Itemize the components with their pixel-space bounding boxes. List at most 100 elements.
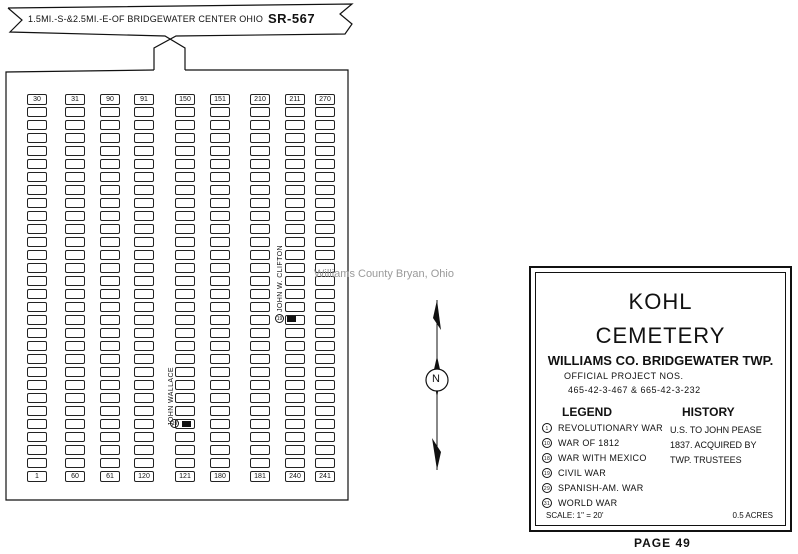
grave-lot	[210, 367, 230, 377]
grave-lot	[100, 172, 120, 182]
grave-lot	[175, 341, 195, 351]
grave-lot	[250, 107, 270, 117]
war-symbol-icon: 29	[542, 483, 552, 493]
column-top-lot-number: 210	[250, 94, 270, 105]
grave-lot	[134, 419, 154, 429]
grave-lot	[315, 250, 335, 260]
grave-lot	[27, 133, 47, 143]
grave-lot	[315, 458, 335, 468]
grave-lot	[210, 263, 230, 273]
war-symbol-icon: 1	[542, 423, 552, 433]
grave-lot	[100, 107, 120, 117]
grave-lot	[285, 328, 305, 338]
grave-lot	[315, 263, 335, 273]
grave-lot	[175, 198, 195, 208]
grave-lot	[175, 302, 195, 312]
grave-lot	[27, 172, 47, 182]
north-arrow-head	[433, 300, 441, 330]
grave-lot	[100, 159, 120, 169]
grave-lot	[65, 107, 85, 117]
grave-lot	[65, 380, 85, 390]
page-number: PAGE 49	[634, 536, 691, 550]
legend-item-spanish-am-war: 29 SPANISH-AM. WAR	[542, 483, 644, 493]
grave-lot	[65, 198, 85, 208]
grave-lot	[65, 159, 85, 169]
grave-lot	[134, 146, 154, 156]
watermark-text: Williams County Bryan, Ohio	[314, 268, 454, 280]
grave-lot	[285, 159, 305, 169]
grave-lot	[65, 250, 85, 260]
grave-lot	[285, 263, 305, 273]
grave-lot	[27, 289, 47, 299]
column-bottom-lot-number: 240	[285, 471, 305, 482]
grave-lot	[315, 276, 335, 286]
grave-lot	[65, 367, 85, 377]
grave-lot	[134, 354, 154, 364]
grave-lot	[134, 250, 154, 260]
grave-lot	[27, 185, 47, 195]
grave-lot	[65, 276, 85, 286]
history-heading: HISTORY	[682, 405, 735, 419]
grave-lot	[250, 289, 270, 299]
grave-lot	[250, 380, 270, 390]
grave-lot	[210, 159, 230, 169]
grave-name-john-clifton: JOHN W. CLIFTON	[277, 245, 284, 312]
acreage-label: 0.5 ACRES	[732, 511, 773, 520]
grave-lot	[65, 302, 85, 312]
grave-lot	[100, 380, 120, 390]
grave-lot	[285, 341, 305, 351]
grave-lot	[65, 328, 85, 338]
grave-lot	[100, 133, 120, 143]
grave-lot	[134, 380, 154, 390]
grave-lot	[210, 237, 230, 247]
grave-marker-john-clifton: 19	[275, 314, 296, 323]
grave-lot	[134, 302, 154, 312]
column-bottom-lot-number: 180	[210, 471, 230, 482]
column-top-lot-number: 151	[210, 94, 230, 105]
legend-item-revolutionary-war: 1 REVOLUTIONARY WAR	[542, 423, 663, 433]
grave-lot	[65, 146, 85, 156]
grave-lot	[210, 393, 230, 403]
grave-lot	[285, 211, 305, 221]
grave-lot	[134, 237, 154, 247]
grave-lot	[27, 445, 47, 455]
grave-lot	[27, 237, 47, 247]
grave-lot	[250, 354, 270, 364]
grave-lot	[285, 354, 305, 364]
grave-lot	[134, 328, 154, 338]
grave-lot	[285, 289, 305, 299]
grave-lot	[65, 406, 85, 416]
grave-lot	[285, 198, 305, 208]
grave-lot	[65, 354, 85, 364]
grave-lot	[250, 224, 270, 234]
grave-marker-john-wallace: 19	[170, 419, 191, 428]
grave-lot	[134, 341, 154, 351]
grave-lot	[175, 159, 195, 169]
grave-lot	[175, 185, 195, 195]
grave-lot	[250, 276, 270, 286]
grave-lot	[315, 120, 335, 130]
column-top-lot-number: 270	[315, 94, 335, 105]
grave-lot	[210, 172, 230, 182]
grave-lot	[27, 276, 47, 286]
grave-lot	[100, 289, 120, 299]
legend-heading: LEGEND	[562, 405, 613, 419]
grave-lot	[175, 133, 195, 143]
grave-lot	[27, 198, 47, 208]
grave-lot	[27, 328, 47, 338]
grave-lot	[134, 406, 154, 416]
grave-lot	[315, 172, 335, 182]
grave-lot	[27, 224, 47, 234]
grave-lot	[210, 419, 230, 429]
grave-lot	[250, 263, 270, 273]
grave-lot	[250, 211, 270, 221]
grave-lot	[100, 211, 120, 221]
grave-lot	[175, 315, 195, 325]
cemetery-name-line1: KOHL	[628, 289, 693, 314]
grave-lot	[134, 185, 154, 195]
grave-lot	[134, 172, 154, 182]
grave-lot	[250, 341, 270, 351]
grave-lot	[175, 276, 195, 286]
grave-lot	[65, 237, 85, 247]
grave-lot	[210, 185, 230, 195]
